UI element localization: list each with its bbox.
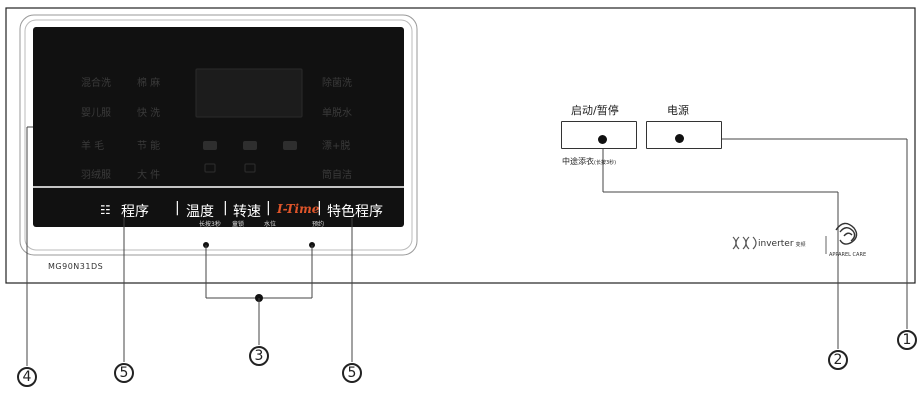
- divider-bar: |: [266, 200, 271, 216]
- rinse-icon: [243, 141, 257, 150]
- power-button[interactable]: [646, 121, 722, 149]
- spin-speed-button[interactable]: 转速: [233, 204, 261, 220]
- apparel-care-label: APPAREL CARE: [829, 252, 867, 258]
- grid-icon: ☷: [100, 203, 111, 217]
- start-pause-label: 启动/暂停: [571, 104, 619, 117]
- program-down: 羽绒服: [81, 170, 111, 181]
- program-eco: 节 能: [137, 141, 161, 152]
- model-label: MG90N31DS: [48, 262, 104, 271]
- program-spin-only: 单脱水: [322, 108, 352, 119]
- reserve-label: 预约: [312, 221, 325, 228]
- child-lock-icon: [244, 163, 256, 173]
- program-tub-clean: 筒自洁: [322, 170, 352, 181]
- callout-1: 1: [897, 330, 917, 350]
- wash-icon: [203, 141, 217, 150]
- temperature-button[interactable]: 温度: [186, 204, 214, 220]
- midway-add-label: 中途添衣(长按3秒): [562, 157, 617, 166]
- start-pause-indicator: [598, 135, 607, 144]
- program-cotton-linen: 棉 麻: [137, 78, 161, 89]
- power-label: 电源: [667, 104, 689, 117]
- itime-button[interactable]: I-Time: [277, 202, 320, 216]
- program-rinse-spin: 漂+脱: [322, 141, 351, 152]
- special-program-button[interactable]: 特色程序: [327, 204, 383, 220]
- lcd-window: [195, 68, 303, 118]
- program-bulky: 大 件: [137, 170, 161, 181]
- spin-icon: [283, 141, 297, 150]
- inverter-logo-icon: [732, 236, 757, 250]
- program-sterilize: 除菌洗: [322, 78, 352, 89]
- callout-5-right: 5: [342, 363, 362, 383]
- callout-3: 3: [249, 346, 269, 366]
- callout-4: 4: [17, 367, 37, 387]
- divider-bar: |: [317, 200, 322, 216]
- divider-bar: |: [223, 200, 228, 216]
- program-quick-wash: 快 洗: [137, 108, 161, 119]
- program-button[interactable]: 程序: [121, 204, 149, 220]
- callout-5-left: 5: [114, 363, 134, 383]
- program-wool: 羊 毛: [81, 141, 105, 152]
- program-baby-clothes: 婴儿服: [81, 108, 111, 119]
- power-indicator: [675, 134, 684, 143]
- child-lock-label: 童锁: [232, 221, 245, 228]
- display-screen: [33, 27, 404, 227]
- child-lock-hint: 长按3秒: [199, 221, 221, 228]
- program-mixed-wash: 混合洗: [81, 78, 111, 89]
- divider-bar: |: [175, 200, 180, 216]
- woolmark-icon: [835, 222, 858, 245]
- lock-icon: [204, 163, 216, 173]
- water-level-label: 水位: [264, 221, 277, 228]
- callout-2: 2: [828, 350, 848, 370]
